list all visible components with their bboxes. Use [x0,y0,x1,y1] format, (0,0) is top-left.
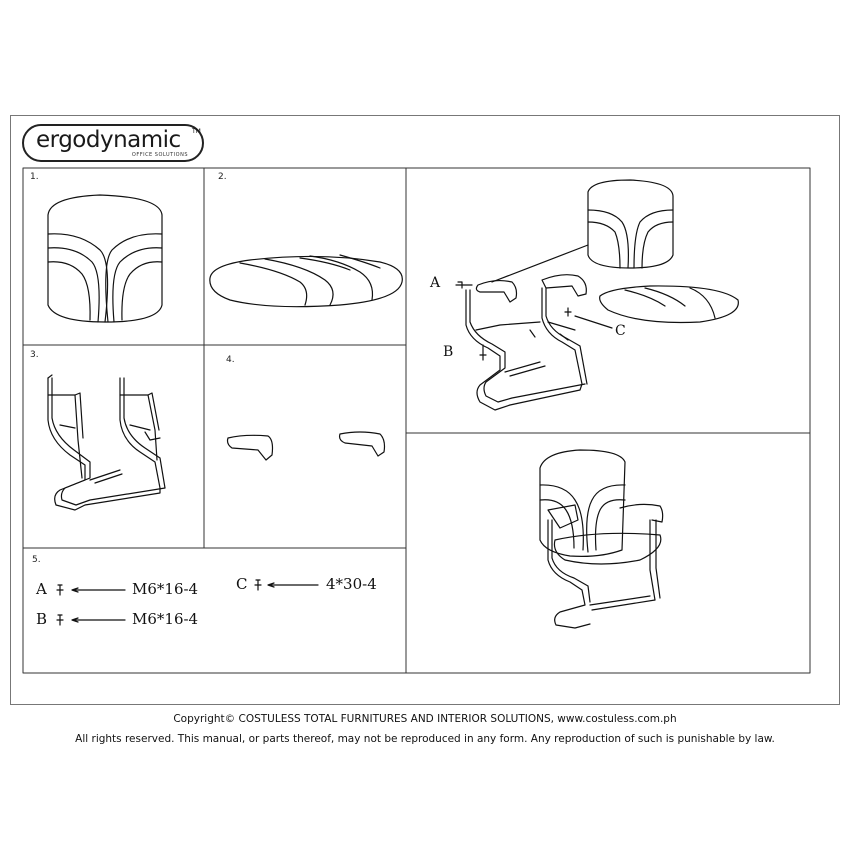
panel-grid [22,167,811,674]
part-a-letter: A [36,580,47,598]
panel-label-3: 3. [30,350,39,360]
backrest-part [47,194,163,323]
part-b-letter: B [36,610,48,628]
assembled-chair [539,449,664,629]
leg-frames [47,374,166,511]
part-c-spec: 4*30-4 [326,575,377,593]
armrest-parts [226,431,386,461]
brand-name: ergodynamic [36,127,181,153]
exploded-view [455,179,739,411]
part-a-spec: M6*16-4 [132,580,199,598]
manual-sheet [10,115,840,705]
brand-logo: ergodynamic TM OFFICE SOLUTIONS [22,124,204,162]
callout-b: B [443,344,454,360]
footer-rights: All rights reserved. This manual, or par… [75,733,775,745]
brand-trademark: TM [192,128,201,135]
screw-icons [56,579,319,626]
panel-label-4: 4. [226,355,235,365]
panel-label-2: 2. [218,172,227,182]
brand-tagline: OFFICE SOLUTIONS [131,152,188,158]
callout-c: C [615,323,626,339]
seat-part [209,254,403,308]
panel-label-5: 5. [32,555,41,565]
footer-copyright: Copyright© COSTULESS TOTAL FURNITURES AN… [173,713,677,725]
callout-a: A [430,275,441,291]
part-c-letter: C [236,575,248,593]
panel-label-1: 1. [30,172,39,182]
part-b-spec: M6*16-4 [132,610,199,628]
